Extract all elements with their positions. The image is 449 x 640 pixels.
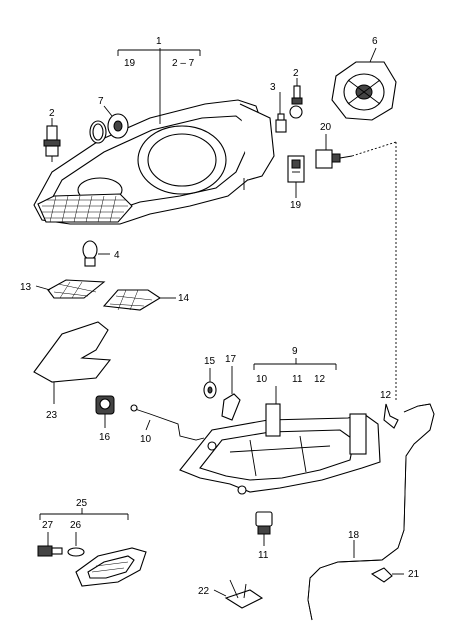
- callout-22: 22: [198, 586, 210, 597]
- lens-14: [102, 289, 162, 311]
- callout-20: 20: [320, 122, 332, 133]
- callout-4: 4: [114, 250, 120, 261]
- callout-11-nozzle: 11: [258, 550, 269, 561]
- callout-19-socket: 19: [290, 200, 302, 211]
- callout-21: 21: [408, 569, 420, 580]
- callout-6: 6: [372, 36, 378, 47]
- socket-19: [287, 155, 305, 183]
- callout-9: 9: [292, 346, 298, 357]
- callout-1: 1: [156, 36, 162, 47]
- callout-23: 23: [46, 410, 58, 421]
- callout-25: 25: [76, 498, 88, 509]
- callout-11-plate: 11: [292, 374, 303, 385]
- housing-grille: [37, 193, 133, 223]
- adjuster-rod: [130, 404, 205, 441]
- bulb-left: [43, 125, 61, 162]
- lamp-cap: [89, 113, 129, 144]
- connector-21: [370, 567, 393, 583]
- callout-15: 15: [204, 356, 216, 367]
- clip-15: [203, 381, 217, 399]
- nozzle-11: [255, 511, 273, 535]
- callout-7: 7: [98, 96, 104, 107]
- callout-10-plate: 10: [256, 374, 268, 385]
- callout-26: 26: [70, 520, 82, 531]
- socket-20: [315, 149, 353, 169]
- marker-bulb-26: [67, 547, 85, 557]
- hose-18: [307, 403, 435, 621]
- lens-13: [47, 279, 106, 299]
- callout-17: 17: [225, 354, 237, 365]
- callout-19-top: 19: [124, 58, 136, 69]
- callout-14: 14: [178, 293, 190, 304]
- grommet-16: [95, 395, 115, 415]
- callout-12-plate: 12: [314, 374, 326, 385]
- bulb-right: [289, 85, 303, 119]
- reflector-23: [33, 321, 112, 383]
- callout-16: 16: [99, 432, 111, 443]
- rear-cover: [331, 61, 397, 121]
- callout-18: 18: [348, 530, 360, 541]
- headlight-housing: [33, 99, 275, 225]
- callout-13: 13: [20, 282, 32, 293]
- bracket-22: [224, 579, 264, 609]
- marker-socket-27: [37, 545, 63, 557]
- callout-27: 27: [42, 520, 54, 531]
- bracket-17: [221, 393, 241, 421]
- callout-2-right: 2: [293, 68, 299, 79]
- bulb-3: [275, 113, 287, 133]
- bulb-4: [82, 240, 98, 267]
- carrier-plate: [179, 403, 381, 495]
- callout-12-clip: 12: [380, 390, 392, 401]
- callout-2-left: 2: [49, 108, 55, 119]
- callout-3: 3: [270, 82, 276, 93]
- callout-10-rod: 10: [140, 434, 152, 445]
- callout-2-7: 2 – 7: [172, 58, 195, 69]
- side-marker-lens: [75, 547, 147, 587]
- clip-12: [383, 403, 399, 429]
